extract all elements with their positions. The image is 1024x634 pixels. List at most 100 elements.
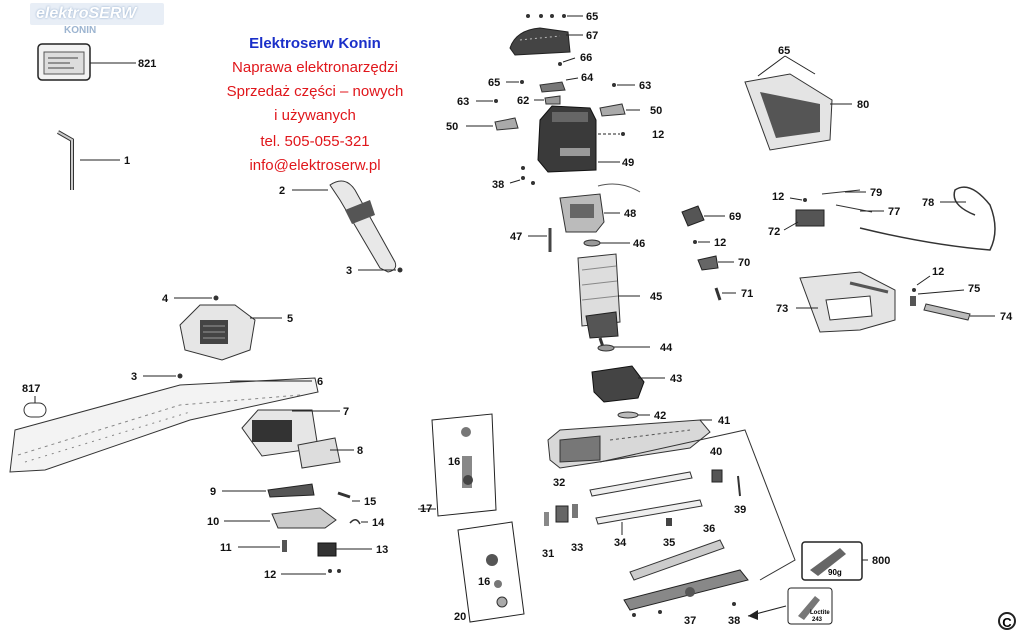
loctite-number: 243 (812, 617, 823, 623)
part-12-screw-c (621, 132, 625, 136)
part-33-spring (572, 504, 578, 518)
part-48-brush-plate (559, 193, 605, 233)
advert-line-repair: Naprawa elektronarzędzi (232, 59, 398, 76)
part-number-35: 35 (663, 537, 675, 549)
part-number-74: 74 (1000, 311, 1013, 323)
part-45-armature (577, 253, 621, 351)
part-46-bearing (583, 239, 601, 247)
part-number-65a: 65 (586, 11, 598, 23)
part-number-72: 72 (768, 226, 780, 238)
part-12-screw-b (337, 569, 341, 573)
part-number-33: 33 (571, 542, 583, 554)
part-38-screws-b (632, 602, 736, 617)
part-32-block (555, 505, 569, 523)
part-number-50b: 50 (446, 121, 458, 133)
part-number-16b: 16 (478, 576, 490, 588)
part-number-20: 20 (454, 611, 466, 623)
part-number-63a: 63 (639, 80, 651, 92)
part-4-screw (213, 295, 219, 301)
part-number-2: 2 (279, 185, 285, 197)
part-63-screw-b (494, 99, 498, 103)
part-9-switch (267, 483, 315, 498)
part-number-821: 821 (138, 58, 156, 70)
part-number-14: 14 (372, 517, 385, 529)
part-3-screw-b (177, 373, 183, 379)
part-62-clip (544, 95, 561, 105)
part-number-15: 15 (364, 496, 376, 508)
part-number-43: 43 (670, 373, 682, 385)
part-number-7: 7 (343, 406, 349, 418)
part-65-screw-b (520, 80, 524, 84)
watermark-sub: KONIN (64, 25, 97, 36)
part-number-11: 11 (220, 542, 232, 554)
part-number-3a: 3 (346, 265, 352, 277)
copyright-icon: C (998, 612, 1016, 630)
company-name: Elektroserw Konin (249, 35, 381, 52)
part-40-block (711, 469, 723, 483)
assembly-frame-outline (599, 429, 796, 581)
part-number-817: 817 (22, 383, 40, 395)
part-36-blade-guide (629, 539, 725, 581)
part-8-cover-plate (297, 437, 341, 469)
part-number-12c: 12 (714, 237, 726, 249)
part-number-17: 17 (420, 503, 432, 515)
part-74-rod (923, 303, 971, 321)
part-number-42: 42 (654, 410, 666, 422)
motor-cable (597, 183, 641, 193)
part-blade-upper (589, 471, 693, 497)
part-number-47: 47 (510, 231, 522, 243)
part-1-hex-key (57, 130, 74, 190)
part-6-blade-bar (9, 377, 319, 473)
part-817-sticker (23, 402, 47, 418)
part-14-spring (349, 519, 361, 525)
part-3-screw (397, 267, 403, 273)
part-number-45: 45 (650, 291, 662, 303)
part-number-77: 77 (888, 206, 900, 218)
part-number-12b: 12 (652, 129, 664, 141)
part-number-67: 67 (586, 30, 598, 42)
loctite-label: Loctite (810, 610, 830, 616)
part-number-32: 32 (553, 477, 565, 489)
part-number-46: 46 (633, 238, 645, 250)
part-72-switch (795, 209, 825, 227)
part-12-screw-d (693, 240, 697, 244)
part-65-screws-top (526, 14, 566, 18)
advert-line-used: i używanych (274, 107, 356, 124)
part-12-screw (328, 569, 332, 573)
part-number-63b: 63 (457, 96, 469, 108)
part-15-pin (337, 491, 351, 499)
grease-amount: 90g (828, 568, 842, 577)
part-70-cam (697, 255, 719, 271)
part-44-bearing (597, 344, 615, 352)
part-number-12a: 12 (264, 569, 276, 581)
part-20-assembly-box (457, 521, 525, 623)
part-75-pin (910, 296, 916, 306)
part-42-washer (617, 411, 639, 419)
part-78-power-cable (859, 186, 996, 251)
part-number-36: 36 (703, 523, 715, 535)
part-number-65c: 65 (778, 45, 790, 57)
part-63-screw (612, 83, 616, 87)
part-number-79: 79 (870, 187, 882, 199)
part-number-9: 9 (210, 486, 216, 498)
part-11-screw (282, 540, 287, 552)
part-number-41: 41 (718, 415, 730, 427)
part-79-wire (821, 189, 861, 195)
part-41-gear-frame (547, 419, 711, 469)
part-number-37: 37 (684, 615, 696, 627)
part-17-assembly-box (431, 413, 497, 517)
part-80-rear-housing (744, 73, 833, 151)
part-number-3b: 3 (131, 371, 137, 383)
part-number-40: 40 (710, 446, 722, 458)
part-number-70: 70 (738, 257, 750, 269)
part-number-49: 49 (622, 157, 634, 169)
part-39-pin (737, 475, 741, 497)
advert-phone: tel. 505-055-321 (260, 133, 370, 150)
part-66-screw (558, 62, 562, 66)
part-31-spacer (544, 512, 549, 526)
part-number-12e: 12 (932, 266, 944, 278)
part-number-6: 6 (317, 376, 323, 388)
part-10-lock-housing (271, 507, 337, 529)
advert-email: info@elektroserw.pl (249, 157, 381, 174)
part-number-5: 5 (287, 313, 293, 325)
